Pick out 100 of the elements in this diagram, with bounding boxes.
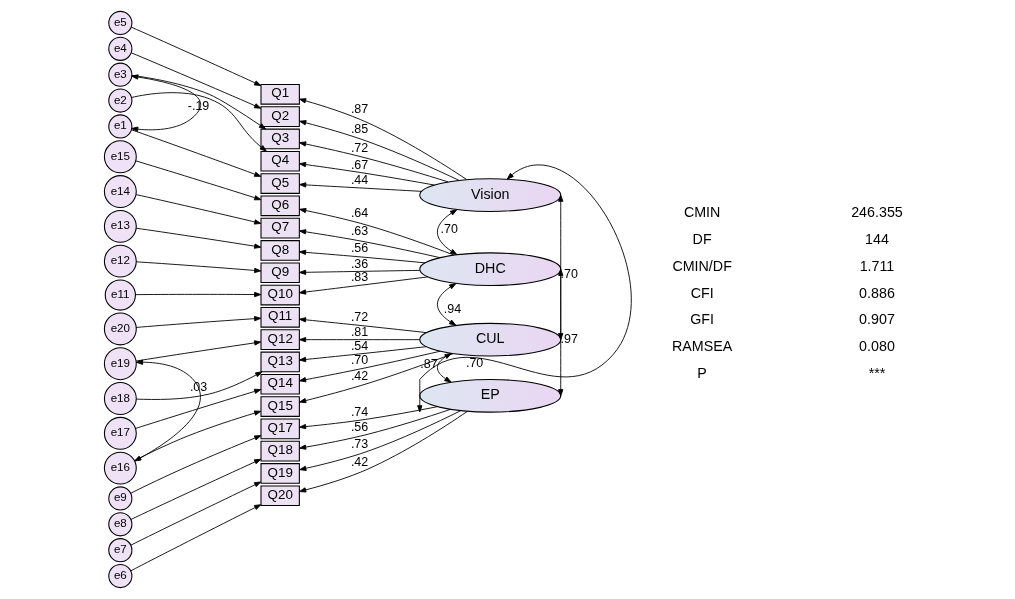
edge-label: .42 <box>350 368 369 383</box>
label: DF <box>692 231 712 248</box>
edge-label: .70 <box>465 356 484 371</box>
node-box: Q10 <box>260 284 300 306</box>
node-circle: e11 <box>104 279 136 311</box>
node-circle: e14 <box>103 175 137 209</box>
label: RAMSEA <box>672 338 733 355</box>
edge-label: .72 <box>350 310 369 325</box>
arrow <box>130 26 262 86</box>
arrow <box>130 129 262 177</box>
label: 0.886 <box>859 284 895 301</box>
arrow <box>299 182 422 192</box>
arrow <box>135 291 262 298</box>
node-circle: e6 <box>108 563 133 589</box>
edge-label: .54 <box>350 338 369 353</box>
node-circle: e1 <box>108 114 133 139</box>
label: *** <box>868 364 886 381</box>
node-box: Q4 <box>260 150 300 172</box>
arrow <box>299 207 455 256</box>
edge-label: .56 <box>350 419 369 434</box>
node-circle: e9 <box>108 486 133 511</box>
arrow <box>299 408 451 450</box>
arrow <box>131 92 267 152</box>
arrow <box>299 411 468 493</box>
node-box: Q2 <box>260 106 300 127</box>
arrow <box>436 209 458 255</box>
arrow <box>298 249 426 264</box>
edge-label: .70 <box>350 352 369 367</box>
node-circle: e16 <box>103 451 137 485</box>
node-circle: e12 <box>103 244 137 278</box>
node-box: Q13 <box>260 351 300 373</box>
edge-label: .70 <box>560 266 578 281</box>
node-circle: e19 <box>103 347 137 381</box>
arrow <box>299 410 461 471</box>
edge-label: .36 <box>350 256 369 271</box>
arrow <box>298 317 427 334</box>
label: CFI <box>690 284 714 301</box>
node-box: Q15 <box>260 396 300 417</box>
label: CMIN/DF <box>672 257 732 274</box>
node-circle: e18 <box>103 382 137 415</box>
edge-label: .44 <box>350 172 369 187</box>
label: 0.907 <box>859 311 895 328</box>
label: 144 <box>865 231 889 248</box>
arrow <box>131 74 202 132</box>
arrow <box>299 269 421 275</box>
arrow <box>436 352 452 383</box>
node-circle: e4 <box>108 36 133 61</box>
label: GFI <box>690 311 715 328</box>
arrow <box>135 160 262 201</box>
arrow <box>299 98 467 180</box>
node-circle: e3 <box>108 62 133 87</box>
arrow <box>298 161 435 186</box>
node-box: Q14 <box>260 373 300 395</box>
node-box: Q8 <box>260 240 300 261</box>
node-circle: e7 <box>108 538 133 563</box>
arrow <box>134 388 262 429</box>
arrow <box>298 276 429 295</box>
edge-label: .67 <box>350 157 369 172</box>
label: P <box>697 364 707 381</box>
label: 0.080 <box>859 338 895 355</box>
arrow <box>299 406 438 430</box>
edge-label: .87 <box>350 102 369 117</box>
arrow <box>299 350 441 383</box>
edge-label: .63 <box>350 224 369 239</box>
label: 246.355 <box>851 204 903 221</box>
node-box: Q7 <box>260 217 300 239</box>
edge-label: .64 <box>350 205 369 220</box>
edge-label: .81 <box>350 325 369 340</box>
node-circle: e20 <box>103 312 137 346</box>
edge-label: .97 <box>560 331 578 346</box>
arrow <box>131 75 267 130</box>
arrow <box>133 410 262 462</box>
node-circle: e17 <box>103 416 137 450</box>
arrow <box>135 371 263 400</box>
node-box: Q18 <box>260 440 300 462</box>
arrow <box>299 120 460 181</box>
edge-label: .42 <box>350 454 369 469</box>
node-circle: e2 <box>108 88 133 113</box>
arrow <box>135 261 262 274</box>
edge-label: .83 <box>350 269 369 284</box>
arrow <box>135 227 262 249</box>
node-box: Q12 <box>260 329 300 350</box>
label: CMIN <box>683 204 721 221</box>
arrow <box>417 165 632 413</box>
edge-label: .03 <box>189 380 208 395</box>
edge-label: .73 <box>350 436 369 451</box>
arrow <box>130 52 262 109</box>
edge-label: .72 <box>350 140 369 155</box>
arrow <box>436 283 457 326</box>
arrow <box>299 337 421 343</box>
node-box: Q20 <box>260 485 300 507</box>
edge-label: .70 <box>440 221 458 236</box>
node-box: Q11 <box>260 307 300 328</box>
arrow <box>130 504 262 572</box>
arrow <box>135 316 262 328</box>
arrow <box>135 194 262 225</box>
node-box: Q19 <box>260 463 300 484</box>
arrow <box>134 359 201 462</box>
edge-label: .85 <box>350 121 369 136</box>
node-box: Q6 <box>260 195 300 217</box>
